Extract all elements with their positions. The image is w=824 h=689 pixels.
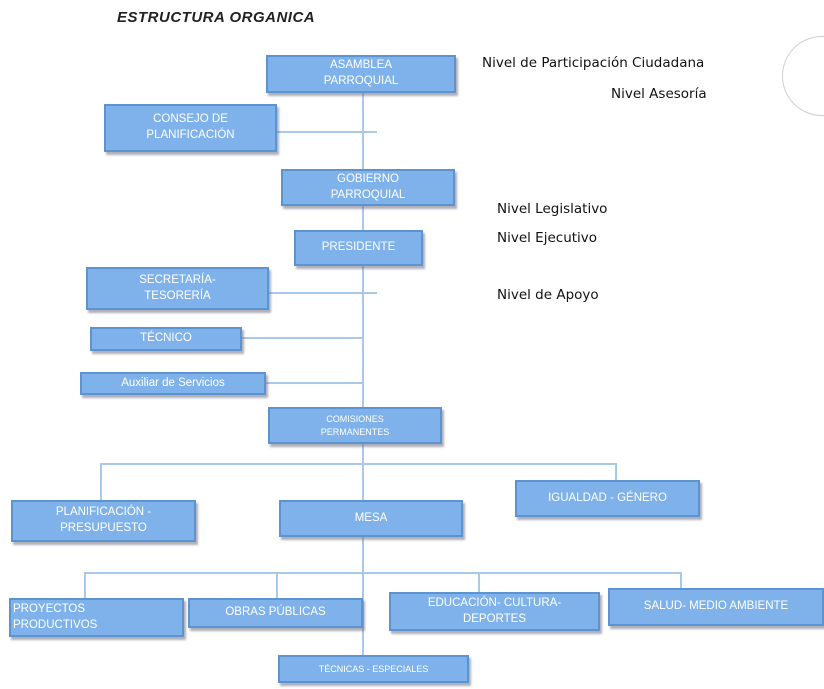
connector-comisiones-horizontal xyxy=(100,463,615,465)
institution-seal xyxy=(782,36,824,116)
connector-auxiliar xyxy=(266,382,363,384)
box-comisiones-permanentes: COMISIONES PERMANENTES xyxy=(268,407,442,444)
connector-secretaria xyxy=(269,292,363,294)
connector-planificacion-drop xyxy=(100,463,102,500)
connector-salud-drop xyxy=(680,572,682,588)
connector-secretaria-tick xyxy=(363,292,377,294)
connector-consejo xyxy=(277,131,363,133)
box-salud-medio-ambiente: SALUD- MEDIO AMBIENTE xyxy=(608,588,824,626)
level-label-legislativo: Nivel Legislativo xyxy=(497,201,608,217)
box-presidente: PRESIDENTE xyxy=(294,230,423,266)
box-proyectos-productivos: PROYECTOS PRODUCTIVOS xyxy=(9,598,184,637)
box-gobierno-parroquial: GOBIERNO PARROQUIAL xyxy=(281,169,455,206)
connector-proyectos-drop xyxy=(84,572,86,598)
level-label-ejecutivo: Nivel Ejecutivo xyxy=(497,230,598,246)
connector-tecnico xyxy=(242,337,363,339)
box-mesa: MESA xyxy=(279,500,463,537)
box-asamblea-parroquial: ASAMBLEA PARROQUIAL xyxy=(266,55,456,93)
box-auxiliar-servicios: Auxiliar de Servicios xyxy=(80,372,266,395)
box-planificacion-presupuesto: PLANIFICACIÓN - PRESUPUESTO xyxy=(11,500,196,542)
box-consejo-planificacion: CONSEJO DE PLANIFICACIÓN xyxy=(104,104,277,152)
connector-igualdad-drop xyxy=(615,463,617,483)
connector-obras-drop xyxy=(276,572,278,598)
page-title: ESTRUCTURA ORGANICA xyxy=(117,9,316,26)
level-label-asesoria: Nivel Asesoría xyxy=(611,86,707,102)
level-label-apoyo: Nivel de Apoyo xyxy=(497,287,599,303)
connector-mesa-horizontal xyxy=(84,572,680,574)
box-tecnicas-especiales: TÉCNICAS - ESPECIALES xyxy=(278,655,469,683)
main-vertical-connector xyxy=(362,92,364,658)
level-label-participacion: Nivel de Participación Ciudadana xyxy=(482,55,705,71)
box-tecnico: TÉCNICO xyxy=(90,327,242,351)
connector-consejo-tick xyxy=(363,131,377,133)
box-educacion-cultura-deportes: EDUCACIÓN- CULTURA- DEPORTES xyxy=(389,592,600,631)
box-igualdad-genero: IGUALDAD - GÉNERO xyxy=(515,480,700,517)
box-secretaria-tesoreria: SECRETARÍA- TESORERÍA xyxy=(86,267,269,310)
box-obras-publicas: OBRAS PÚBLICAS xyxy=(188,598,363,628)
connector-educacion-drop xyxy=(478,572,480,592)
